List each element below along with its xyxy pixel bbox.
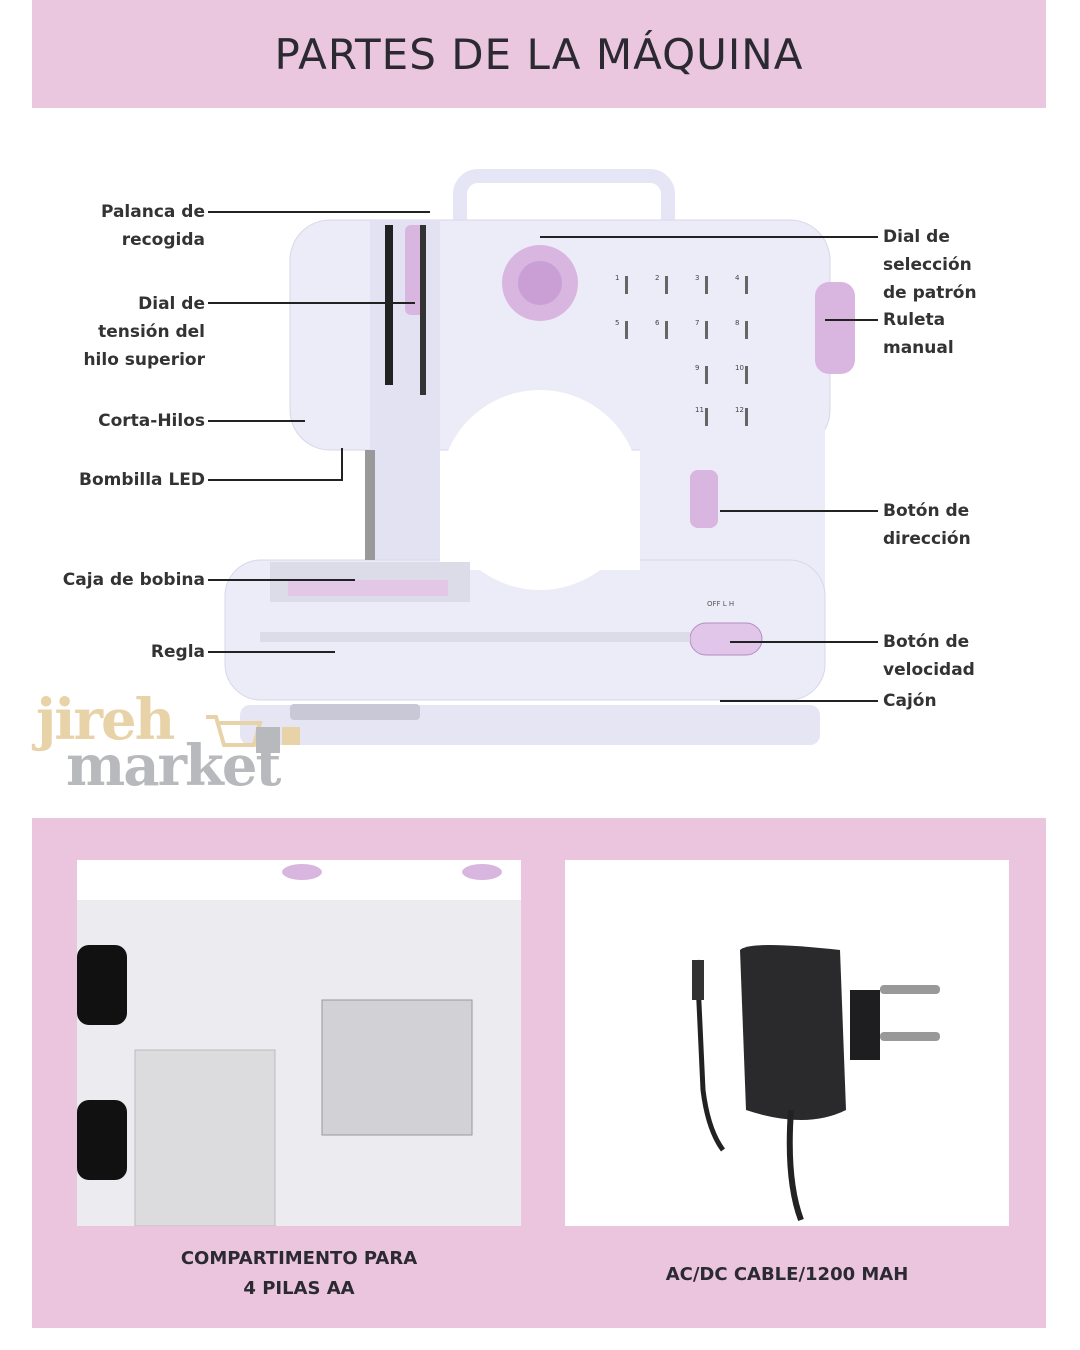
caption-battery-compartment: COMPARTIMENTO PARA 4 PILAS AA — [180, 1248, 418, 1299]
stitch-symbol — [705, 276, 708, 294]
stitch-number: 9 — [695, 364, 699, 372]
stitch-number: 3 — [695, 274, 699, 282]
label-drawer: Cajón — [883, 691, 937, 711]
leader-line — [208, 448, 343, 481]
stitch-number: 1 — [615, 274, 619, 282]
stitch-symbol — [705, 321, 708, 339]
cart-icon — [206, 715, 300, 753]
stitch-number: 6 — [655, 319, 660, 327]
needle-bar — [365, 450, 375, 560]
label-tension-dial: Dial de tensión del hilo superior — [83, 294, 205, 370]
machine-pillar — [640, 280, 825, 630]
label-reverse-button: Botón de dirección — [883, 501, 971, 549]
stitch-symbol — [665, 276, 668, 294]
title-banner: PARTES DE LA MÁQUINA — [32, 0, 1046, 108]
handwheel — [815, 282, 855, 374]
stitch-symbol — [705, 408, 708, 426]
label-speed-button: Botón de velocidad — [883, 632, 975, 680]
reverse-button — [690, 470, 718, 528]
label-handwheel: Ruleta manual — [883, 310, 954, 358]
stitch-symbol — [745, 276, 748, 294]
stitch-symbol — [625, 321, 628, 339]
stitch-number: 2 — [655, 274, 659, 282]
stitch-number: 8 — [735, 319, 739, 327]
stitch-symbol — [665, 321, 668, 339]
stitch-symbol — [745, 321, 748, 339]
page-title: PARTES DE LA MÁQUINA — [274, 29, 804, 79]
label-bobbin-case: Caja de bobina — [62, 570, 205, 590]
battery-compartment-illustration — [77, 864, 521, 1226]
power-adapter-photo — [565, 860, 1009, 1226]
stitch-number: 5 — [615, 319, 619, 327]
truck-icon — [282, 727, 300, 745]
power-adapter-illustration — [692, 945, 940, 1222]
label-pattern-dial: Dial de selección de patrón — [883, 227, 977, 303]
logo-word-jireh: jireh — [36, 687, 175, 753]
label-take-up-lever: Palanca de recogida — [100, 202, 205, 250]
bobbin-cover — [288, 580, 448, 596]
shopping-bag-icon — [256, 727, 280, 753]
stitch-number: 11 — [695, 406, 704, 414]
speed-switch — [689, 622, 763, 656]
jireh-market-logo: jireh market — [36, 687, 306, 805]
stitch-symbol — [745, 366, 748, 384]
stitch-symbol — [745, 408, 748, 426]
stitch-number: 4 — [735, 274, 740, 282]
features-panel: COMPARTIMENTO PARA 4 PILAS AA AC/DC CABL… — [32, 818, 1046, 1328]
stitch-number: 7 — [695, 319, 699, 327]
caption-power-cable: AC/DC CABLE/1200 MAH — [665, 1264, 909, 1285]
stitch-number: 12 — [735, 406, 744, 414]
speed-switch-text: OFF L H — [707, 600, 734, 608]
label-led-bulb: Bombilla LED — [79, 470, 205, 490]
label-thread-cutter: Corta-Hilos — [98, 411, 205, 431]
stitch-symbol — [705, 366, 708, 384]
battery-slot — [321, 999, 473, 1136]
battery-compartment-photo — [77, 860, 521, 1226]
label-ruler: Regla — [150, 642, 205, 662]
stitch-number: 10 — [735, 364, 744, 372]
ruler — [260, 632, 690, 642]
battery-cover — [134, 1049, 276, 1226]
stitch-symbol — [625, 276, 628, 294]
